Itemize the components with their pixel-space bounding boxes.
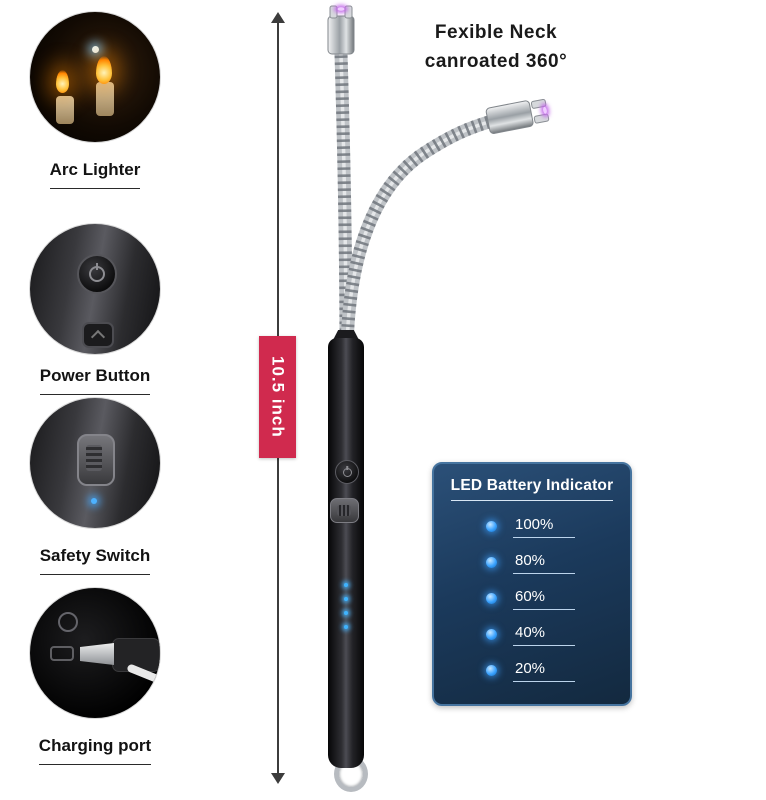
battery-level-label: 60%: [513, 588, 575, 610]
port-badge-icon: [58, 612, 78, 632]
battery-led-dot: [344, 625, 348, 629]
handle-safety-switch: [330, 498, 359, 523]
flame-icon: [56, 70, 69, 93]
feature-label-text: Safety Switch: [39, 546, 151, 575]
arrow-down-icon: [271, 773, 285, 784]
secondary-button-icon: [82, 322, 114, 348]
neck-curved: [340, 114, 499, 355]
charging-port-icon: [50, 646, 74, 661]
battery-dot-icon: [486, 629, 497, 640]
arc-tip-right-icon: [485, 98, 550, 134]
caption-line-2: canroated 360°: [424, 51, 568, 73]
led-indicator-icon: [91, 498, 97, 504]
candle-icon: [56, 96, 74, 124]
lighter-rod-icon: [101, 12, 160, 47]
feature-label-arc-lighter: Arc Lighter: [0, 160, 190, 189]
feature-label-text: Arc Lighter: [49, 160, 141, 189]
battery-led-dot: [344, 597, 348, 601]
feature-label-text: Charging port: [38, 736, 152, 765]
lighter-handle: [328, 338, 364, 768]
handle-power-button: [335, 460, 359, 484]
led-battery-indicator-panel: LED Battery Indicator 100% 80% 60% 40% 2…: [432, 462, 632, 706]
power-button-icon: [77, 254, 117, 294]
battery-level-row: 60%: [486, 588, 630, 610]
battery-level-row: 20%: [486, 660, 630, 682]
safety-switch-photo: [30, 398, 160, 528]
power-button-photo: [30, 224, 160, 354]
battery-level-label: 20%: [513, 660, 575, 682]
battery-led-dot: [344, 611, 348, 615]
battery-led-dot: [344, 583, 348, 587]
battery-level-label: 80%: [513, 552, 575, 574]
power-glyph-icon: [342, 467, 352, 477]
candle-icon: [96, 82, 114, 116]
switch-ridges: [337, 505, 351, 516]
caption-line-1: Fexible Neck: [434, 22, 558, 43]
battery-dot-icon: [486, 557, 497, 568]
flame-icon: [96, 56, 112, 84]
neck-straight: [334, 47, 353, 359]
feature-label-text: Power Button: [39, 366, 151, 395]
battery-panel-title-text: LED Battery Indicator: [450, 477, 614, 501]
usb-connector-icon: [80, 643, 114, 665]
power-glyph-icon: [89, 266, 105, 282]
arc-lighter-photo: [30, 12, 160, 142]
feature-label-power-button: Power Button: [0, 366, 190, 395]
size-badge: 10.5 inch: [259, 336, 296, 458]
switch-ridges: [86, 445, 102, 471]
battery-level-row: 40%: [486, 624, 630, 646]
battery-dot-icon: [486, 593, 497, 604]
arc-spark-icon: [92, 46, 99, 53]
feature-label-charging-port: Charging port: [0, 736, 190, 765]
chevron-up-icon: [90, 329, 106, 345]
charging-port-photo: [30, 588, 160, 718]
feature-label-safety-switch: Safety Switch: [0, 546, 190, 575]
battery-level-label: 100%: [513, 516, 575, 538]
battery-panel-title: LED Battery Indicator: [434, 477, 630, 501]
battery-dot-icon: [486, 521, 497, 532]
battery-level-row: 100%: [486, 516, 630, 538]
battery-level-label: 40%: [513, 624, 575, 646]
safety-switch-icon: [77, 434, 115, 486]
battery-dot-icon: [486, 665, 497, 676]
battery-level-row: 80%: [486, 552, 630, 574]
arc-tip-top-icon: [327, 5, 355, 55]
flexible-neck-caption: Fexible Neck canroated 360°: [398, 18, 594, 77]
arrow-up-icon: [271, 12, 285, 23]
